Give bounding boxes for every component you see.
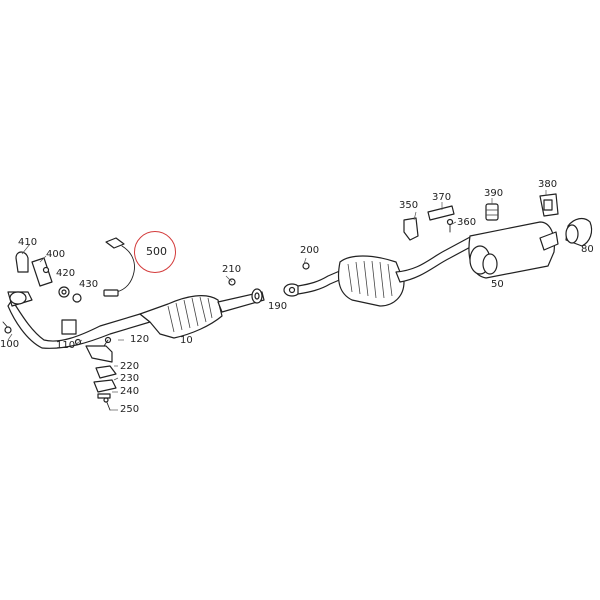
nuts-420-430: [58, 286, 82, 303]
callout-230: 230: [120, 373, 140, 384]
highlight-circle-500: [134, 231, 176, 273]
catalytic-converter: [139, 291, 265, 339]
callout-240: 240: [120, 386, 140, 397]
callout-370: 370: [432, 192, 452, 203]
callout-210: 210: [222, 264, 242, 275]
hangers: [403, 193, 559, 241]
leader-lines: [7, 190, 547, 411]
callout-420: 420: [56, 268, 76, 279]
callout-250: 250: [120, 404, 140, 415]
callout-200: 200: [300, 245, 320, 256]
callout-110: 110: [56, 340, 76, 351]
callout-50: 50: [491, 279, 504, 290]
mount-bracket-parts: [74, 336, 117, 411]
bracket-400-410: [15, 251, 53, 287]
callout-100: 100: [0, 339, 20, 350]
callout-190: 190: [268, 301, 288, 312]
callout-360: 360: [457, 217, 477, 228]
callout-350: 350: [399, 200, 419, 211]
tail-pipe: [565, 217, 593, 247]
callout-430: 430: [79, 279, 99, 290]
intermediate-pipe: [283, 262, 345, 297]
center-muffler: [337, 235, 477, 307]
clamp-190: [228, 278, 263, 304]
callout-10: 10: [180, 335, 193, 346]
callout-120: 120: [130, 334, 150, 345]
callout-380: 380: [538, 179, 558, 190]
front-pipe: [2, 291, 151, 349]
callout-390: 390: [484, 188, 504, 199]
callout-220: 220: [120, 361, 140, 372]
oxygen-sensor: [103, 237, 135, 297]
callout-400: 400: [46, 249, 66, 260]
callout-80: 80: [581, 244, 594, 255]
callout-410: 410: [18, 237, 38, 248]
rear-muffler: [468, 221, 559, 279]
callout-500: 500: [146, 245, 167, 258]
